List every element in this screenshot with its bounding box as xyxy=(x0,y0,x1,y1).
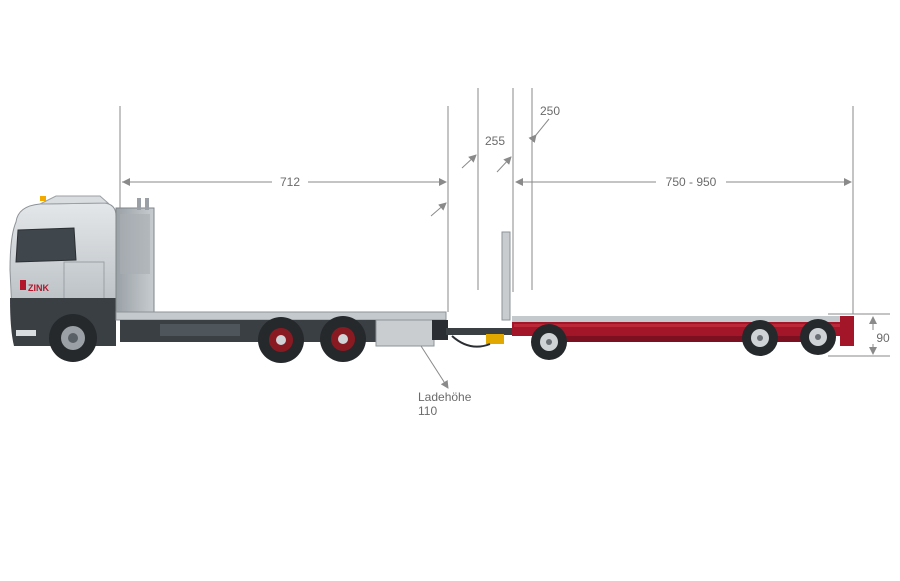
dimension-trailer-length: 750 - 950 xyxy=(515,175,852,189)
load-height-value: 110 xyxy=(418,404,438,418)
dim-label-255: 255 xyxy=(485,134,505,148)
dimension-trailer-height: 90 xyxy=(866,316,892,355)
dim-label-750-950: 750 - 950 xyxy=(666,175,717,189)
trailer xyxy=(501,231,854,360)
dim-label-90: 90 xyxy=(876,331,890,345)
truck-logo: ZINK xyxy=(28,283,49,293)
drawbar xyxy=(446,328,518,348)
dim-label-250: 250 xyxy=(540,104,560,118)
truck-rear-wheel-2 xyxy=(320,316,366,362)
trailer-front-stake xyxy=(501,231,511,321)
trailer-rear-wheel-2 xyxy=(800,319,836,355)
load-height-label: Ladehöhe 110 xyxy=(418,390,471,418)
trailer-rear-wheel-1 xyxy=(742,320,778,356)
load-height-title: Ladehöhe xyxy=(418,390,472,404)
truck: ZINK xyxy=(9,195,448,363)
trailer-deck xyxy=(512,316,852,322)
gap-arrows: 255 250 xyxy=(430,104,560,217)
beacon-light xyxy=(40,196,46,201)
truck-windshield xyxy=(15,227,77,263)
truck-rear-wheel-1 xyxy=(258,317,304,363)
dimension-truck-length: 712 xyxy=(122,175,447,189)
trailer-front-wheel xyxy=(531,324,567,360)
truck-front-wheel xyxy=(49,314,97,362)
dim-label-712: 712 xyxy=(280,175,300,189)
